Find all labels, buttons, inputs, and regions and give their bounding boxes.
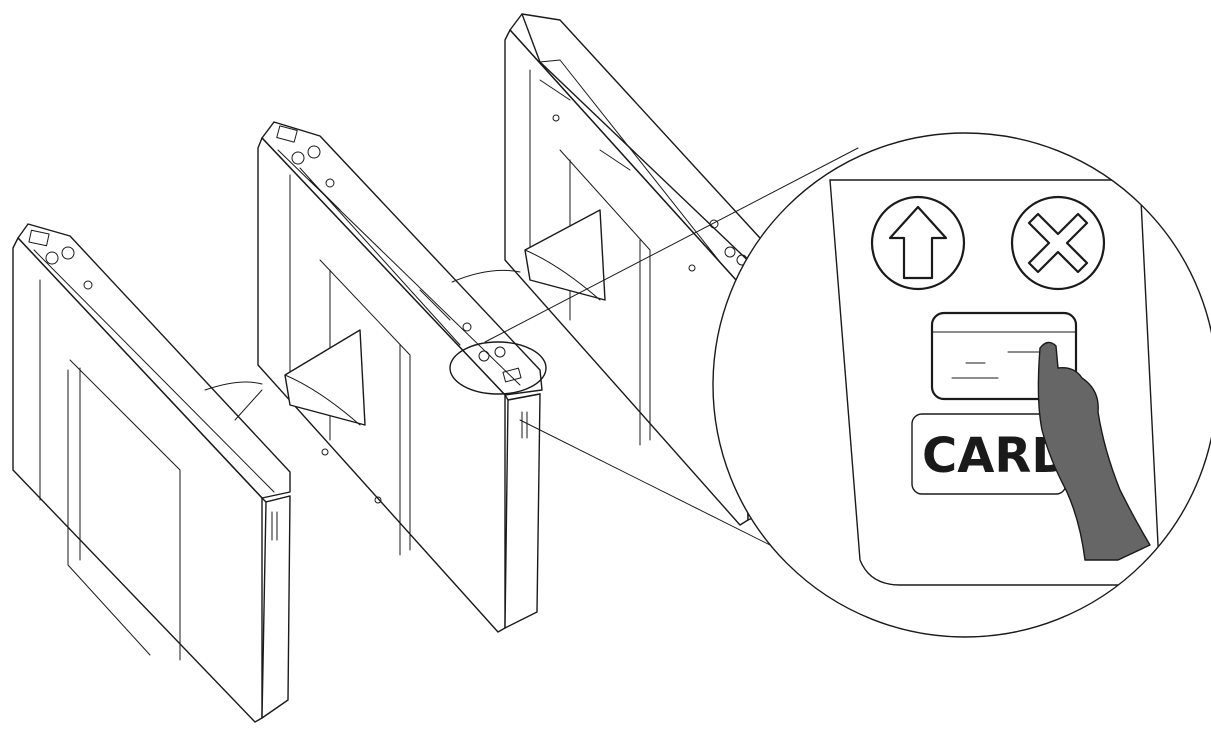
cross-icon (1010, 195, 1106, 291)
card-icon (930, 311, 1078, 401)
middle-flap-wing (284, 269, 521, 426)
magnified-callout: CARD (712, 132, 1211, 638)
middle-turnstile-cabinet (257, 121, 543, 633)
hand-icon (1037, 341, 1151, 561)
front-flap-wing (204, 381, 263, 421)
rear-turnstile-cabinet (504, 13, 783, 526)
front-turnstile-cabinet (12, 223, 291, 723)
rear-flap-wing (524, 209, 606, 301)
arrow-up-icon (870, 195, 966, 291)
